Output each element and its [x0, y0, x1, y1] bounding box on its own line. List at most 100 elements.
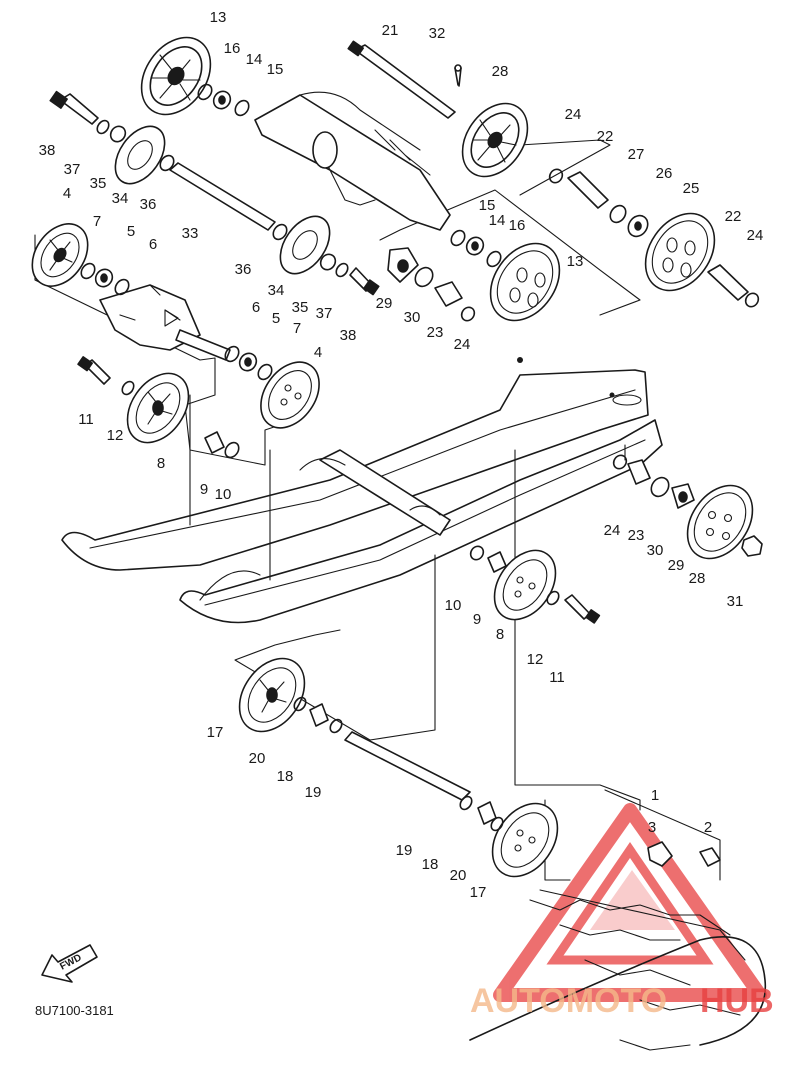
drive-track [469, 889, 767, 1051]
callout-23: 23 [628, 527, 645, 544]
lower-slide-rail [179, 419, 663, 624]
callout-29: 29 [668, 557, 685, 574]
callout-21: 21 [382, 22, 399, 39]
callout-19: 19 [396, 842, 413, 859]
callout-34: 34 [112, 190, 129, 207]
callout-20: 20 [450, 867, 467, 884]
wheel-4-left [31, 223, 89, 287]
watermark-hub: HUB [700, 982, 774, 1020]
callout-38: 38 [340, 327, 357, 344]
callout-20: 20 [249, 750, 266, 767]
callout-1: 1 [651, 787, 659, 804]
callout-27: 27 [628, 146, 645, 163]
wheel-28-top [461, 102, 529, 178]
callout-13: 13 [567, 253, 584, 270]
callout-22: 22 [597, 128, 614, 145]
callout-11: 11 [549, 669, 565, 686]
wheel-28-right [686, 484, 754, 560]
cotter-pin-32 [454, 64, 462, 87]
callout-18: 18 [277, 768, 294, 785]
callout-8: 8 [157, 455, 165, 472]
shaft-33 [169, 162, 276, 231]
wheel-17-upper [238, 657, 306, 733]
callout-25: 25 [683, 180, 700, 197]
callout-35: 35 [90, 175, 107, 192]
callout-18: 18 [422, 856, 439, 873]
pivot-bracket [99, 284, 231, 361]
callout-10: 10 [445, 597, 462, 614]
callout-36: 36 [140, 196, 157, 213]
callout-24: 24 [747, 227, 764, 244]
callout-2: 2 [704, 819, 712, 836]
callout-9: 9 [200, 481, 208, 498]
callout-28: 28 [492, 63, 509, 80]
callout-29: 29 [376, 295, 393, 312]
wheel-8-right [493, 549, 557, 621]
callout-12: 12 [527, 651, 544, 668]
callout-8: 8 [496, 626, 504, 643]
callout-17: 17 [207, 724, 224, 741]
callout-36: 36 [235, 261, 252, 278]
cross-shaft-middle [299, 449, 451, 536]
watermark-auto: AUTOMOTO [470, 982, 667, 1020]
callout-24: 24 [604, 522, 621, 539]
wheel-25 [644, 212, 716, 292]
callout-35: 35 [292, 299, 309, 316]
wheel-8-left [126, 372, 190, 444]
wheel-34-upper [114, 125, 166, 185]
callout-37: 37 [64, 161, 81, 178]
fwd-arrow: FWD [41, 944, 98, 983]
callout-7: 7 [93, 213, 101, 230]
shaft-lower [344, 731, 471, 801]
callout-15: 15 [267, 61, 284, 78]
wheel-4-middle [260, 361, 320, 429]
callout-11: 11 [78, 411, 94, 428]
callout-31: 31 [727, 593, 744, 610]
callout-26: 26 [656, 165, 673, 182]
callout-9: 9 [473, 611, 481, 628]
callout-38: 38 [39, 142, 56, 159]
callout-22: 22 [725, 208, 742, 225]
callout-33: 33 [182, 225, 199, 242]
callout-14: 14 [246, 51, 263, 68]
upper-axle-assembly [254, 91, 451, 231]
callout-30: 30 [647, 542, 664, 559]
callout-28: 28 [689, 570, 706, 587]
callout-32: 32 [429, 25, 446, 42]
callout-13: 13 [210, 9, 227, 26]
callout-24: 24 [454, 336, 471, 353]
callout-17: 17 [470, 884, 487, 901]
callout-19: 19 [305, 784, 322, 801]
shaft-21 [347, 40, 456, 119]
callout-16: 16 [509, 217, 526, 234]
callout-5: 5 [127, 223, 135, 240]
callout-4: 4 [63, 185, 71, 202]
diagram-code: 8U7100-3181 [35, 1003, 114, 1018]
callout-7: 7 [293, 320, 301, 337]
callout-5: 5 [272, 310, 280, 327]
wheel-17-lower [491, 802, 559, 878]
watermark-text: AUTOMOTO HUB [470, 982, 774, 1020]
callout-12: 12 [107, 427, 124, 444]
callout-10: 10 [215, 486, 232, 503]
callout-24: 24 [565, 106, 582, 123]
callout-4: 4 [314, 344, 322, 361]
callout-15: 15 [479, 197, 496, 214]
upper-slide-rail [61, 357, 649, 571]
callout-23: 23 [427, 324, 444, 341]
callout-30: 30 [404, 309, 421, 326]
small-parts [49, 83, 763, 867]
callout-16: 16 [224, 40, 241, 57]
callout-14: 14 [489, 212, 506, 229]
assembly-frames [34, 139, 721, 881]
wheel-13-right [489, 242, 561, 322]
callout-6: 6 [252, 299, 260, 316]
callout-37: 37 [316, 305, 333, 322]
callout-6: 6 [149, 236, 157, 253]
callout-34: 34 [268, 282, 285, 299]
callout-3: 3 [648, 819, 656, 836]
wheel-34-lower [279, 215, 331, 275]
wheel-13-top [140, 36, 212, 116]
